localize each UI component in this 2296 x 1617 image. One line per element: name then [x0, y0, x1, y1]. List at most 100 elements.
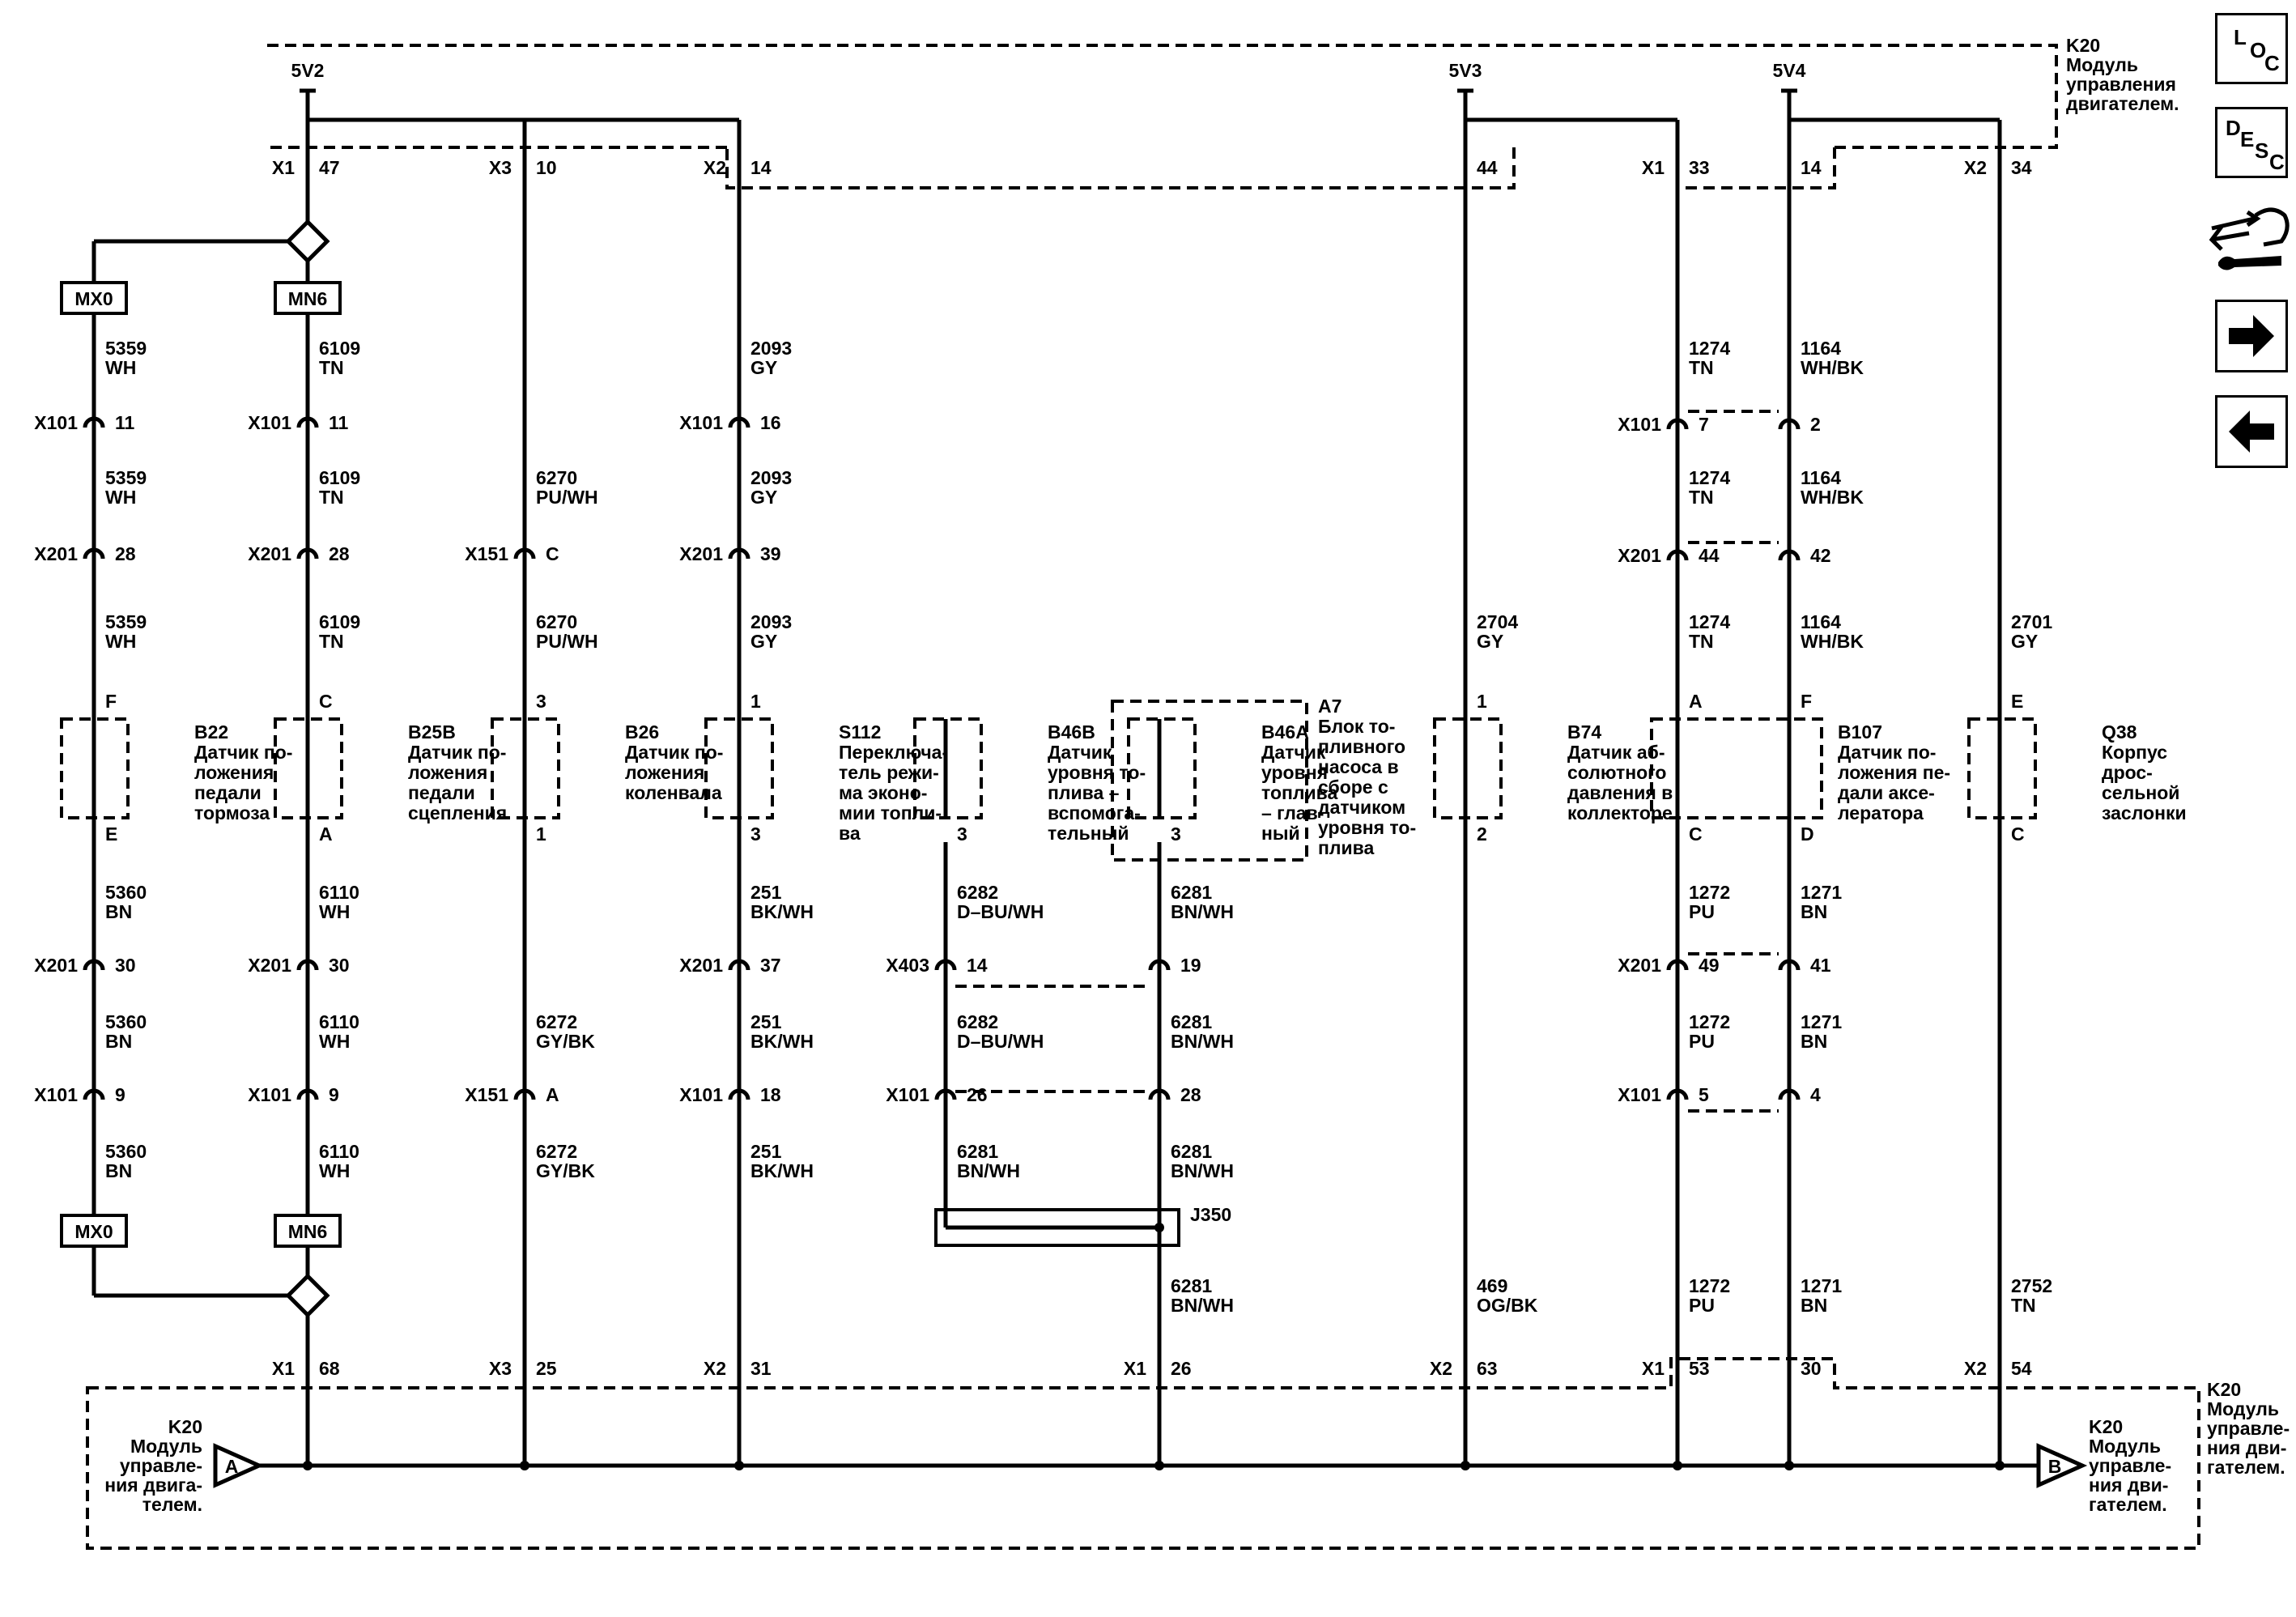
- ecm-right-inner-label-line-0: K20: [2089, 1416, 2123, 1437]
- component-desc-line-1: ложения: [408, 762, 487, 783]
- wire-color-label: GY: [750, 487, 777, 508]
- desc-letter-d: D: [2226, 116, 2241, 140]
- connector-pin-label: 19: [1180, 955, 1201, 976]
- connector-pin-label: 9: [329, 1084, 339, 1105]
- wire-color-label: BN: [1801, 1295, 1827, 1316]
- wire-circuit-label: 6282: [957, 882, 998, 903]
- connector-terminal-symbol: [1666, 418, 1689, 430]
- connector-terminal-symbol: [1666, 959, 1689, 971]
- wire-color-label: BN/WH: [1171, 1160, 1234, 1181]
- connector-terminal-symbol: [934, 959, 957, 971]
- connector-id-label: X101: [34, 412, 78, 433]
- connector-pin-label: 28: [329, 543, 350, 564]
- component-pin-top-b107-f: F: [1801, 691, 1812, 712]
- component-desc-line-1: тель режи-: [839, 762, 939, 783]
- ecm-top-label-line-2: управления: [2066, 74, 2176, 95]
- connector-id-label: X151: [465, 1084, 508, 1105]
- component-desc-b107-line-0: Датчик по-: [1838, 742, 1936, 763]
- wire-circuit-label: 6270: [536, 467, 577, 488]
- top-pin-label: 14: [750, 157, 772, 178]
- wire-circuit-label: 2093: [750, 467, 792, 488]
- option-mx0-top-label: MX0: [74, 288, 113, 309]
- connector-id-label: X201: [34, 955, 78, 976]
- connector-terminal-symbol: [83, 959, 105, 971]
- connector-pin-label: 30: [115, 955, 136, 976]
- ground-bus-node: [1461, 1461, 1470, 1470]
- desc-letter-s: S: [2255, 138, 2269, 163]
- offpage-label-b: B: [2048, 1456, 2062, 1477]
- wire-circuit-label: 1274: [1689, 338, 1730, 359]
- connector-terminal-symbol: [83, 416, 105, 428]
- connector-pin-label: 14: [967, 955, 988, 976]
- ground-bus-node: [1154, 1461, 1164, 1470]
- wire-circuit-label: 6110: [319, 882, 359, 903]
- connector-terminal-symbol: [83, 1088, 105, 1100]
- component-desc-line-2: педали: [408, 782, 475, 803]
- splice-pack-j350: [934, 1208, 1180, 1247]
- component-pin-top-b107-a: A: [1689, 691, 1703, 712]
- wire-circuit-label: 6281: [1171, 1141, 1212, 1162]
- ground-bus-node: [1995, 1461, 2005, 1470]
- wire-circuit-label: 6281: [1171, 1011, 1212, 1032]
- desc-letter-e: E: [2240, 127, 2255, 151]
- wire-circuit-label: 1164: [1801, 611, 1841, 632]
- ecm-top-label-line-0: K20: [2066, 35, 2100, 56]
- component-id: B46A: [1261, 721, 1309, 743]
- component-desc-line-3: коллекторе: [1567, 802, 1673, 823]
- wire-color-label: WH: [319, 1160, 350, 1181]
- wire-color-label: BK/WH: [750, 1160, 814, 1181]
- wire-color-label: BN/WH: [1171, 1031, 1234, 1052]
- connector-terminal-symbol: [296, 416, 319, 428]
- option-mx0-bottom-label: MX0: [74, 1221, 113, 1242]
- wire-color-label: TN: [1689, 357, 1714, 378]
- connector-pin-label: 5: [1699, 1084, 1709, 1105]
- wire-color-label: BK/WH: [750, 1031, 814, 1052]
- wire-circuit-label: 6272: [536, 1011, 577, 1032]
- ecm-top-label-line-3: двигателем.: [2066, 93, 2179, 114]
- wire-color-label: GY: [750, 631, 777, 652]
- next-page-button[interactable]: [2215, 300, 2288, 372]
- connector-pin-label: 30: [329, 955, 350, 976]
- ecm-bottom-right-label-line-3: ния дви-: [2207, 1437, 2286, 1458]
- connector-id-label: X101: [679, 412, 723, 433]
- bottom-pin-label: 31: [750, 1358, 772, 1379]
- location-button[interactable]: L O C: [2215, 13, 2288, 84]
- wire-color-label: WH: [105, 631, 136, 652]
- wire-circuit-label: 2704: [1477, 611, 1518, 632]
- diagnostic-tool-button[interactable]: [2207, 199, 2296, 280]
- component-id: B74: [1567, 721, 1601, 743]
- component-desc-line-2: топлива: [1261, 782, 1337, 803]
- previous-page-button[interactable]: [2215, 395, 2288, 468]
- ecm-top-boundary: [267, 44, 2058, 189]
- top-connector-label: X1: [1642, 157, 1665, 178]
- wire-color-label: TN: [1689, 631, 1714, 652]
- ground-bus-node: [520, 1461, 529, 1470]
- component-desc-b107-line-1: ложения пе-: [1838, 762, 1950, 783]
- component-desc-line-0: Датчик аб-: [1567, 742, 1665, 763]
- connector-terminal-symbol: [296, 547, 319, 560]
- connector-id-label: X101: [1618, 414, 1661, 435]
- assembly-desc-a7-line-4: датчиком: [1318, 797, 1405, 818]
- wire-circuit-label: 251: [750, 882, 782, 903]
- connector-id-label: X201: [1618, 955, 1661, 976]
- component-pin-bottom-b107-d: D: [1801, 823, 1814, 845]
- wire-color-label: TN: [319, 357, 344, 378]
- connector-pin-label: 7: [1699, 414, 1709, 435]
- component-pin-top: 3: [536, 691, 546, 712]
- wire-circuit-label: 469: [1477, 1275, 1507, 1296]
- ecm-right-inner-label-line-1: Модуль: [2089, 1436, 2161, 1457]
- component-desc-line-0: Корпус: [2102, 742, 2167, 763]
- wire-color-label: BN: [105, 1160, 132, 1181]
- connector-terminal-symbol: [728, 416, 750, 428]
- description-button[interactable]: D E S C: [2215, 107, 2288, 178]
- connector-id-label: X201: [679, 955, 723, 976]
- connector-pin-label: 28: [1180, 1084, 1201, 1105]
- component-body-5: [1127, 717, 1197, 819]
- wire-circuit-label: 5359: [105, 338, 147, 359]
- top-pin-label: 44: [1477, 157, 1498, 178]
- wire-color-label: GY: [1477, 631, 1503, 652]
- wire-color-label: WH: [319, 1031, 350, 1052]
- assembly-desc-a7-line-6: плива: [1318, 837, 1374, 858]
- loc-letter-o: O: [2250, 38, 2267, 62]
